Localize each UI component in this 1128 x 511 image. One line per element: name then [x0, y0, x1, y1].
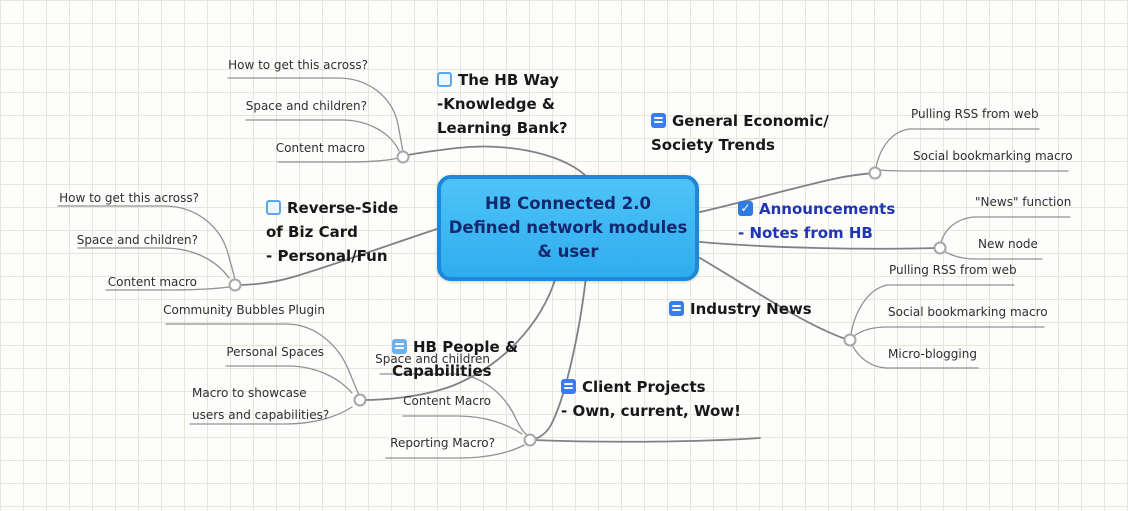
topic-label: General Economic/ Society Trends	[651, 112, 829, 154]
leaf-node[interactable]: New node	[978, 237, 1038, 251]
topic-label: Industry News	[690, 300, 812, 318]
checkbox-checked-icon	[738, 200, 753, 216]
node-central[interactable]: HB Connected 2.0 Defined network modules…	[437, 175, 699, 281]
leaf-node[interactable]: Reporting Macro?	[390, 436, 495, 450]
collapse-handle[interactable]	[353, 393, 367, 407]
notes-icon	[392, 339, 407, 354]
central-label: HB Connected 2.0 Defined network modules…	[448, 194, 688, 261]
node-general-economic-society-trends[interactable]: General Economic/ Society Trends	[651, 109, 861, 157]
leaf-node[interactable]: "News" function	[975, 195, 1072, 209]
topic-label: The HB Way -Knowledge & Learning Bank?	[437, 71, 568, 137]
leaf-node[interactable]: Content macro	[275, 141, 365, 155]
node-the-hb-way[interactable]: The HB Way -Knowledge & Learning Bank?	[437, 68, 597, 140]
leaf-node[interactable]: Social bookmarking macro	[913, 149, 1073, 163]
topic-label: HB People & Capabilities	[392, 338, 519, 380]
leaf-node[interactable]: Pulling RSS from web	[911, 107, 1039, 121]
leaf-node[interactable]: Content Macro	[403, 394, 491, 408]
note-icon	[669, 301, 684, 316]
topic-label: Announcements - Notes from HB	[738, 200, 896, 242]
note-icon	[561, 379, 576, 394]
node-industry-news[interactable]: Industry News	[669, 297, 849, 321]
note-icon	[651, 113, 666, 128]
note-outline-icon	[437, 72, 452, 87]
topic-label: Reverse-Side of Biz Card - Personal/Fun	[266, 199, 399, 265]
topic-label: Client Projects - Own, current, Wow!	[561, 378, 741, 420]
collapse-handle[interactable]	[396, 150, 410, 164]
collapse-handle[interactable]	[868, 166, 882, 180]
note-outline-icon	[266, 200, 281, 215]
node-announcements[interactable]: Announcements - Notes from HB	[738, 197, 938, 245]
leaf-node[interactable]: How to get this across?	[59, 191, 199, 205]
leaf-node[interactable]: Space and children?	[245, 99, 367, 113]
leaf-node[interactable]: Personal Spaces	[226, 345, 324, 359]
leaf-node[interactable]: Social bookmarking macro	[888, 305, 1048, 319]
leaf-node[interactable]: How to get this across?	[228, 58, 368, 72]
collapse-handle[interactable]	[843, 333, 857, 347]
collapse-handle[interactable]	[228, 278, 242, 292]
leaf-node[interactable]: Pulling RSS from web	[889, 263, 1017, 277]
collapse-handle[interactable]	[933, 241, 947, 255]
node-hb-people-capabilities[interactable]: HB People & Capabilities	[392, 335, 552, 383]
collapse-handle[interactable]	[523, 433, 537, 447]
leaf-node[interactable]: Space and children	[375, 352, 490, 366]
leaf-node[interactable]: Macro to showcase users and capabilities…	[192, 386, 330, 422]
node-client-projects[interactable]: Client Projects - Own, current, Wow!	[561, 375, 781, 423]
leaf-node[interactable]: Space and children?	[76, 233, 198, 247]
leaf-node[interactable]: Content macro	[107, 275, 197, 289]
node-reverse-side-biz-card[interactable]: Reverse-Side of Biz Card - Personal/Fun	[266, 196, 426, 268]
leaf-node[interactable]: Micro-blogging	[888, 347, 977, 361]
leaf-node[interactable]: Community Bubbles Plugin	[163, 303, 325, 317]
